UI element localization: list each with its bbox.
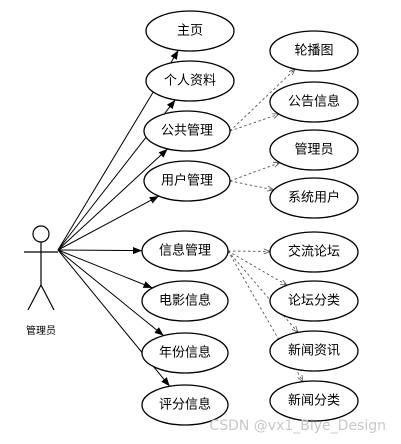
use-case-year-info[interactable]: 年份信息	[141, 332, 229, 374]
association-arrow-movie	[57, 249, 153, 289]
use-case-label: 电影信息	[159, 293, 211, 309]
use-case-forum-category[interactable]: 论坛分类	[269, 280, 359, 322]
use-case-label: 交流论坛	[288, 244, 340, 260]
use-case-carousel[interactable]: 轮播图	[269, 30, 359, 72]
actor-right-leg	[40, 284, 55, 311]
use-case-profile[interactable]: 个人资料	[145, 60, 235, 102]
dependency-arrow-forumcat	[227, 250, 287, 285]
use-case-label: 轮播图	[294, 44, 333, 59]
dependency-arrow-notice	[229, 114, 279, 132]
use-case-label: 年份信息	[159, 345, 211, 361]
association-arrow-info	[57, 246, 143, 255]
use-case-forum[interactable]: 交流论坛	[269, 231, 359, 273]
association-arrow-year	[57, 249, 164, 337]
actor-left-leg	[27, 284, 42, 311]
use-case-home[interactable]: 主页	[145, 10, 235, 52]
use-case-label: 主页	[177, 24, 203, 39]
use-case-label: 公告信息	[288, 94, 340, 110]
use-case-label: 评分信息	[159, 397, 211, 413]
use-case-notice-info[interactable]: 公告信息	[269, 81, 359, 123]
use-case-label: 系统用户	[288, 190, 340, 206]
use-case-public-management[interactable]: 公共管理	[143, 110, 231, 152]
use-case-user-management[interactable]: 用户管理	[143, 160, 231, 202]
association-arrow-user	[57, 195, 160, 251]
use-case-label: 论坛分类	[288, 294, 340, 309]
use-case-administrator[interactable]: 管理员	[269, 129, 359, 171]
use-case-label: 新闻资讯	[288, 343, 340, 359]
dependency-arrow-sysuser	[229, 180, 274, 190]
association-arrow-public	[57, 148, 168, 251]
use-case-label: 新闻分类	[288, 393, 340, 409]
actor-label: 管理员	[26, 324, 56, 337]
use-case-label: 个人资料	[164, 74, 216, 89]
watermark: CSDN @vx1_Biye_Design	[209, 418, 386, 434]
use-case-label: 管理员	[294, 143, 333, 158]
use-case-label: 用户管理	[161, 173, 213, 189]
use-case-label: 公共管理	[161, 124, 213, 139]
use-case-news-category[interactable]: 新闻分类	[269, 380, 359, 422]
use-case-system-user[interactable]: 系统用户	[269, 177, 359, 219]
dependency-arrow-admin	[229, 163, 280, 182]
actor[interactable]: 管理员	[24, 225, 58, 337]
use-case-label: 信息管理	[159, 243, 211, 259]
use-case-movie-info[interactable]: 电影信息	[141, 280, 229, 322]
use-case-info-management[interactable]: 信息管理	[141, 230, 229, 272]
actor-head	[32, 225, 50, 243]
use-case-rating-info[interactable]: 评分信息	[141, 384, 229, 426]
use-case-news[interactable]: 新闻资讯	[269, 330, 359, 372]
